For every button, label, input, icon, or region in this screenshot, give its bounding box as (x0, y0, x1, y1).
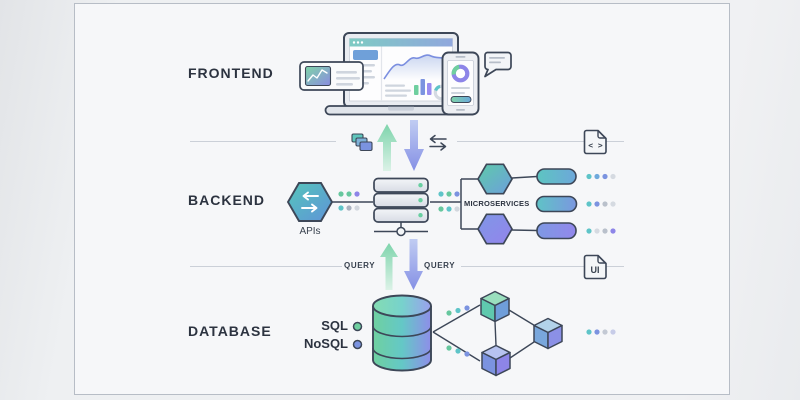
nosql-dot-icon (352, 339, 363, 350)
cube-network-lines (432, 304, 538, 362)
network-node-icon (374, 222, 428, 237)
up-arrow-icon (377, 124, 397, 171)
microservices-label: MICROSERVICES (464, 199, 530, 208)
query-up-arrow-icon (380, 243, 398, 290)
query-right-label: QUERY (424, 261, 456, 270)
cube-bottom-icon (481, 344, 511, 377)
backend-label: BACKEND (188, 192, 265, 208)
database-cylinder-icon (372, 294, 432, 372)
code-file-icon: < > (583, 129, 607, 155)
service-pill-middle (535, 195, 578, 213)
area-chart (384, 55, 451, 80)
ui-file-icon: UI (583, 254, 607, 280)
server-stack-icon (373, 177, 429, 223)
apis-hexagon-icon (286, 182, 334, 222)
sql-dot-icon (352, 321, 363, 332)
cube-top-icon (480, 290, 510, 323)
down-arrow-icon (404, 120, 424, 171)
database-label: DATABASE (188, 323, 272, 339)
service-pill-top (536, 168, 577, 185)
service-dots (586, 173, 616, 234)
apis-label: APIs (299, 226, 321, 237)
code-file-text: < > (588, 141, 603, 150)
divider-frontend-backend-left (190, 141, 336, 142)
query-down-arrow-icon (404, 239, 423, 290)
frontend-label: FRONTEND (188, 65, 274, 81)
sync-arrows-icon (429, 134, 447, 151)
divider-frontend-backend-right (457, 141, 624, 142)
sql-label: SQL (321, 318, 348, 333)
microservice-hexagon-bottom-icon (477, 213, 513, 245)
divider-backend-database-left (190, 266, 342, 267)
nosql-label: NoSQL (303, 336, 348, 351)
connection-dots-left (338, 191, 360, 211)
bar-chart (414, 79, 432, 95)
ui-file-text: UI (591, 265, 600, 275)
database-dots (446, 305, 616, 357)
layers-icon (351, 133, 373, 152)
connection-dots-right (438, 191, 460, 212)
microservice-hexagon-top-icon (477, 163, 513, 195)
query-left-label: QUERY (344, 261, 376, 270)
mobile-phone-icon (441, 51, 480, 116)
service-pill-bottom (536, 222, 577, 240)
microservices-bracket (430, 175, 538, 232)
cube-right-icon (533, 317, 563, 350)
chart-card-icon (299, 61, 364, 91)
divider-backend-database-right (461, 266, 624, 267)
chat-bubble-icon (484, 51, 512, 78)
